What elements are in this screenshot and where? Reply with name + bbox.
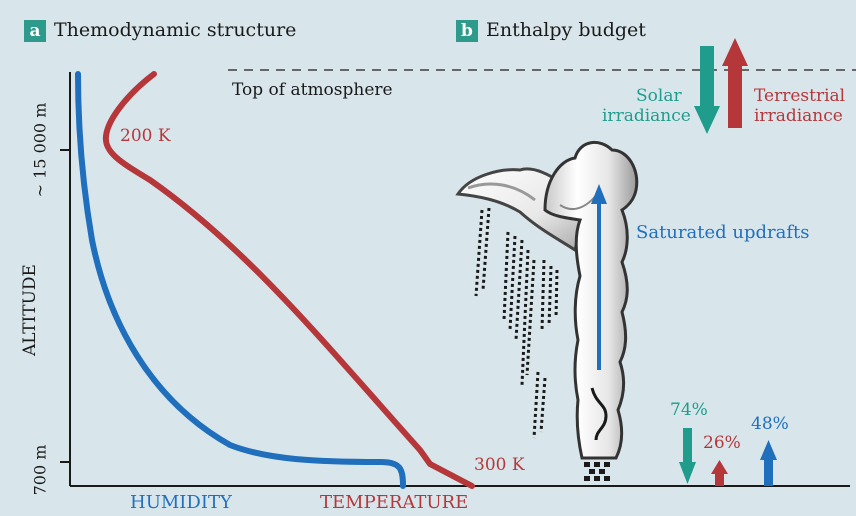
saturated-updrafts-label: Saturated updrafts <box>636 222 810 243</box>
terrestrial-label-line2: irradiance <box>754 106 843 126</box>
solar-arrowhead <box>694 106 720 134</box>
surface-updraft-arrow <box>764 458 773 486</box>
updraft-percent: 48% <box>751 414 789 434</box>
terrestrial-percent: 26% <box>703 433 741 453</box>
y-tick-label-15000: ~ 15 000 m <box>30 102 50 198</box>
panel-b-badge: b <box>456 20 478 42</box>
humidity-curve <box>75 71 406 489</box>
temperature-curve <box>102 71 475 489</box>
terrestrial-arrow <box>728 64 742 128</box>
cloud-base <box>584 462 610 481</box>
solar-percent: 74% <box>670 400 708 420</box>
surface-solar-arrowhead <box>679 462 696 484</box>
terrestrial-label-line1: Terrestrial <box>754 86 846 106</box>
x-label-humidity: HUMIDITY <box>130 492 232 513</box>
solar-arrow <box>700 46 714 110</box>
y-axis-label: ALTITUDE <box>20 264 40 356</box>
panel-b-title: Enthalpy budget <box>486 19 646 41</box>
surface-terrestrial-arrow <box>715 472 724 486</box>
panel-a-title: Themodynamic structure <box>54 19 297 41</box>
updraft-arrowhead <box>591 184 607 204</box>
terrestrial-arrowhead <box>722 38 748 66</box>
rain-streaks <box>474 207 559 439</box>
solar-label-line2: irradiance <box>602 106 691 126</box>
surface-terrestrial-arrowhead <box>711 460 728 474</box>
temp-label-200k: 200 K <box>120 126 171 146</box>
y-tick-label-700: 700 m <box>30 444 50 496</box>
solar-label-line1: Solar <box>636 86 682 106</box>
surface-solar-arrow <box>683 428 692 464</box>
top-of-atmosphere-label: Top of atmosphere <box>232 80 393 100</box>
x-label-temperature: TEMPERATURE <box>320 492 469 513</box>
cloud-tower <box>543 141 639 460</box>
panel-a-badge: a <box>24 20 46 42</box>
temp-label-300k: 300 K <box>474 455 525 475</box>
surface-updraft-arrowhead <box>760 440 777 460</box>
